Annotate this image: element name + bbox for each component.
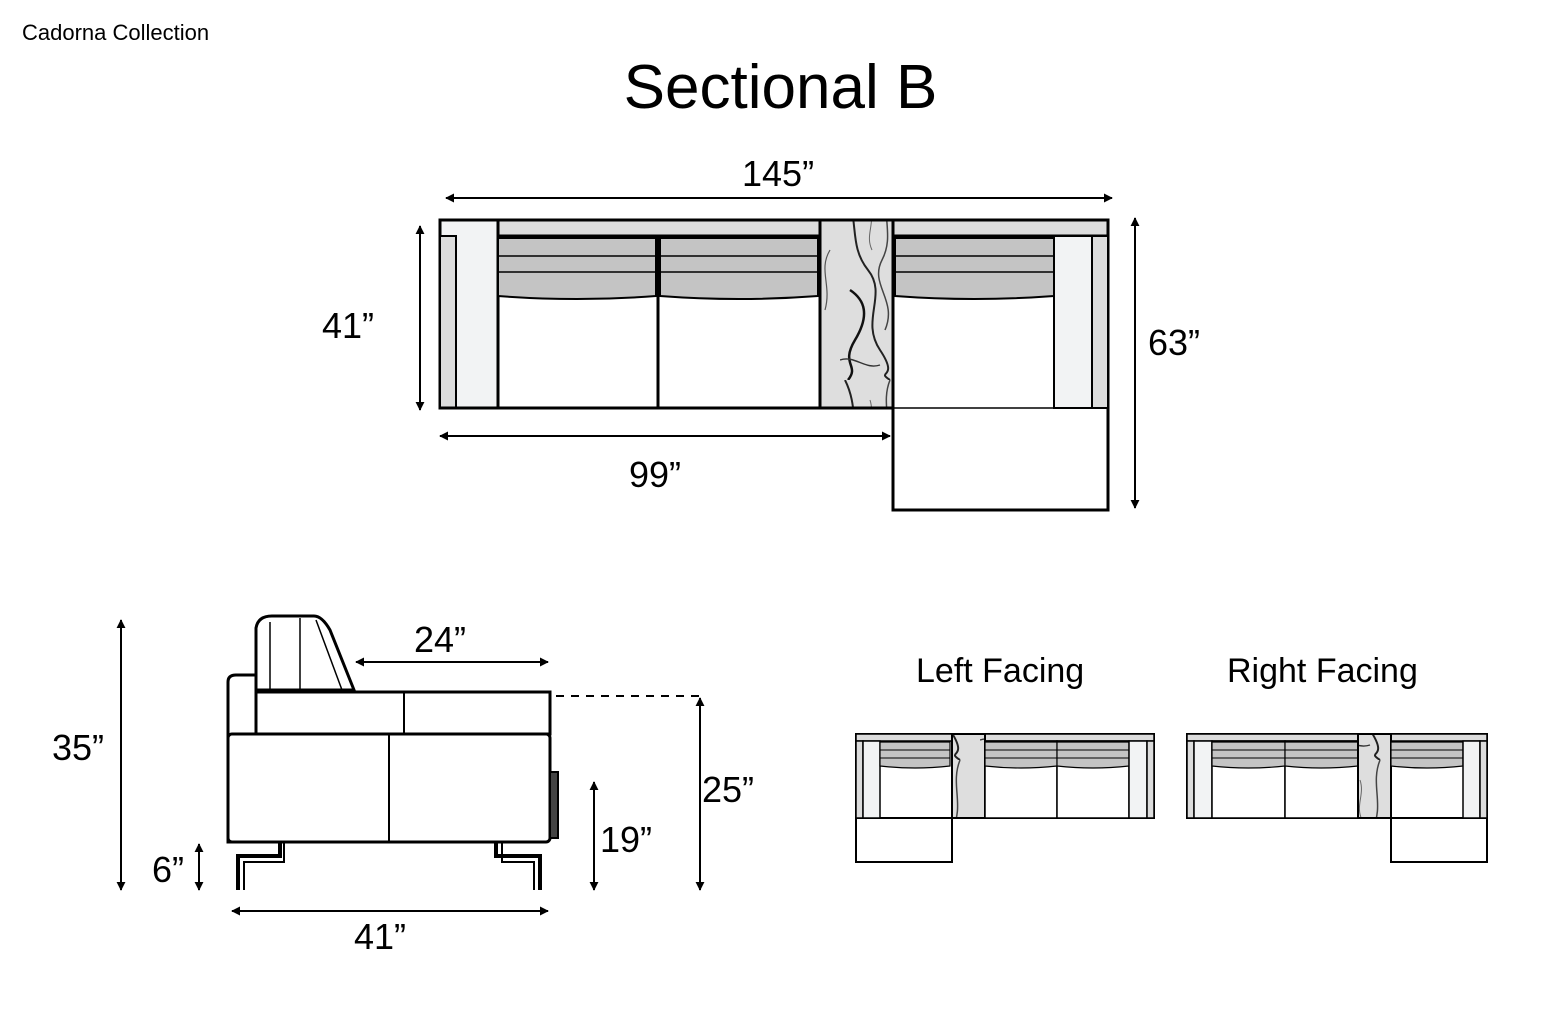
overall-height-label: 35”: [52, 727, 105, 768]
chaise-depth-label: 63”: [1148, 322, 1201, 363]
leg-height-label: 6”: [152, 849, 185, 890]
left-facing-config: [855, 733, 1155, 863]
left-facing-label: Left Facing: [916, 652, 1085, 690]
seat-depth-label: 24”: [414, 619, 467, 660]
seat-height-label: 19”: [600, 819, 653, 860]
side-depth-label: 41”: [354, 916, 407, 957]
arm-height-label: 25”: [702, 769, 755, 810]
page-title: Sectional B: [623, 53, 938, 122]
right-facing-config: [1186, 733, 1488, 863]
overall-width-label: 145”: [742, 153, 815, 194]
sofa-width-label: 99”: [629, 454, 682, 495]
collection-name: Cadorna Collection: [22, 20, 210, 45]
right-facing-label: Right Facing: [1227, 652, 1418, 690]
top-view-plan: [415, 193, 1140, 512]
sofa-depth-label: 41”: [322, 305, 375, 346]
side-view-profile: [116, 614, 705, 916]
